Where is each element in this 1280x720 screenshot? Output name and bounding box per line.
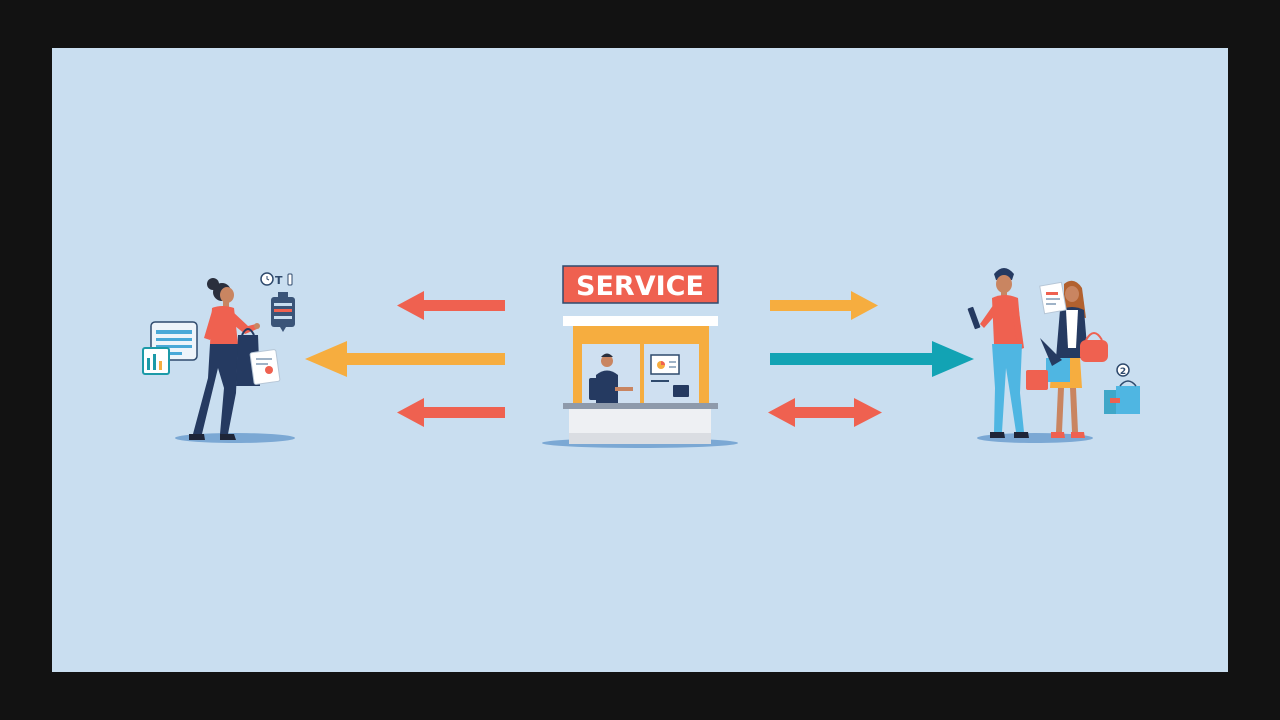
kiosk-sign bbox=[562, 265, 719, 304]
arrow-left-top bbox=[397, 291, 505, 320]
svg-text:2: 2 bbox=[1120, 367, 1126, 377]
arrow-right-top bbox=[770, 291, 878, 320]
service-diagram: T SERVICE bbox=[142, 265, 1140, 448]
svg-text:T: T bbox=[275, 274, 283, 287]
woman-shopper-icon: T bbox=[142, 272, 295, 443]
illustration-canvas: T SERVICE bbox=[52, 48, 1228, 672]
service-kiosk-icon: SERVICE bbox=[542, 265, 738, 448]
arrow-left-middle bbox=[305, 341, 505, 377]
arrow-left-bottom bbox=[397, 398, 505, 427]
kiosk-sign-text: SERVICE bbox=[576, 271, 704, 302]
arrow-double-bottom bbox=[768, 398, 882, 427]
arrow-right-middle bbox=[770, 341, 974, 377]
couple-shoppers-icon: 2 bbox=[967, 268, 1140, 443]
